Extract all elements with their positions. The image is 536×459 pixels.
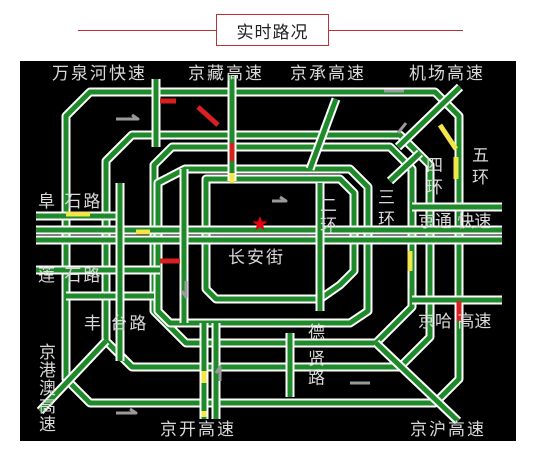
- label-fushi-road: 阜 石路: [38, 192, 103, 212]
- traffic-congestion-n-2: [196, 105, 220, 127]
- road-inner-loop: [201, 174, 359, 304]
- traffic-slow-ne: [437, 123, 459, 151]
- label-ring4-char2: 环: [426, 178, 445, 198]
- label-wanquanhe-expressway: 万泉河快速: [52, 64, 147, 84]
- title-rule-left: [78, 30, 216, 31]
- label-jingha-expressway: 京哈 高速: [418, 312, 492, 332]
- direction-arrow-e: [396, 122, 408, 134]
- direction-arrow-nw: [116, 113, 140, 121]
- direction-arrow-sw: [180, 281, 188, 299]
- direction-arrow-s: [214, 365, 222, 381]
- road-network: [36, 75, 502, 425]
- label-lianshi-road: 莲 石路: [38, 266, 103, 286]
- direction-arrow-sw2: [116, 407, 138, 415]
- label-jingkai-expressway: 京开高速: [160, 420, 236, 440]
- label-airport-expressway: 机场高速: [409, 64, 485, 84]
- label-jingtong-expressway: 京通 快速: [418, 212, 492, 232]
- label-ring4-char1: 四: [426, 156, 445, 176]
- label-fengtai-road: 丰 台路: [84, 314, 149, 334]
- label-ring5-char2: 环: [472, 168, 491, 188]
- page-title: 实时路况: [216, 14, 329, 46]
- label-jingzang-expressway: 京藏高速: [188, 64, 264, 84]
- label-jinghu-expressway: 京沪高速: [410, 420, 486, 440]
- road-jinggangao: [36, 337, 110, 415]
- label-ring2-char2: 环: [320, 216, 339, 236]
- road-spoke-ne: [386, 149, 424, 185]
- label-changan-avenue: 长安街: [228, 248, 285, 268]
- star-icon: [252, 216, 268, 231]
- road-jinghu: [372, 339, 462, 425]
- label-ring3-char2: 环: [378, 210, 397, 230]
- label-jingcheng-expressway: 京承高速: [290, 64, 366, 84]
- label-desheng-road: 德 贤路: [304, 323, 324, 388]
- direction-arrow-w: [272, 195, 288, 203]
- label-ring3-char1: 三: [378, 188, 397, 208]
- title-rule-right: [329, 30, 463, 31]
- label-ring2-char1: 二: [320, 196, 339, 216]
- road-jingcheng: [305, 97, 341, 171]
- label-jinggangao-expressway: 京港澳高速: [35, 343, 55, 433]
- traffic-map: 万泉河快速 京藏高速 京承高速 机场高速 阜 石路 莲 石路 丰 台路 京港澳高…: [20, 61, 516, 441]
- label-ring5-char1: 五: [472, 146, 491, 166]
- road-airport-link: [394, 83, 464, 151]
